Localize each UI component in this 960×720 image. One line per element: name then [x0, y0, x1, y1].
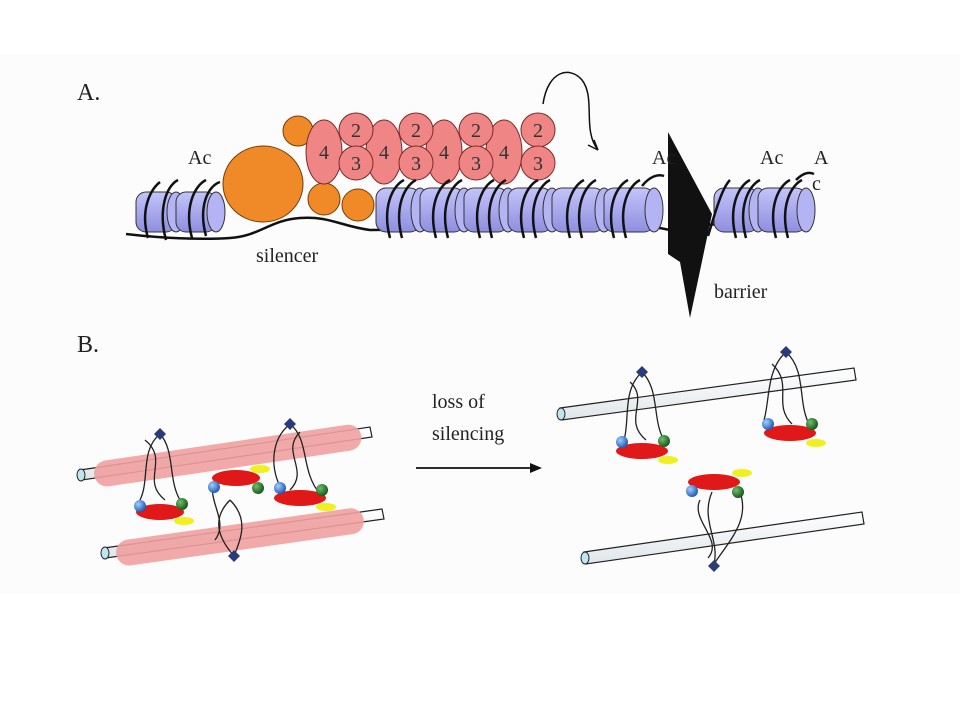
sir2-label: 2	[533, 120, 543, 142]
arrow-label-line1: loss of	[432, 391, 485, 413]
active-state	[556, 346, 865, 572]
sir2-label: 2	[351, 120, 361, 142]
sir4-label: 4	[439, 142, 449, 164]
chromatin-fiber-bottom-right	[580, 511, 865, 565]
dna-loops-right	[623, 351, 809, 565]
spreading-arrow	[542, 71, 599, 151]
dna-loops-left	[139, 423, 321, 557]
panel-a-labels: Ac Ac Ac A c silencer barrier	[188, 147, 829, 303]
loss-of-silencing-arrow	[416, 463, 542, 473]
arrow-label: loss of silencing	[432, 391, 504, 445]
sir-complex-right-1	[616, 435, 678, 464]
sir3-label: 3	[411, 153, 421, 175]
sir-complex-left-2	[208, 465, 270, 494]
dna-marker	[780, 346, 792, 358]
sir3-label: 3	[351, 153, 361, 175]
barrier-label: barrier	[714, 281, 768, 303]
sir-complex	[305, 112, 556, 185]
dna-marker	[284, 418, 296, 430]
sir2-label: 2	[471, 120, 481, 142]
sir-labels: 4 4 4 4 2 2 2 2 3 3 3 3	[319, 120, 543, 175]
silenced-state	[76, 418, 385, 566]
sir-complex-left-1	[134, 498, 194, 525]
arrow-label-line2: silencing	[432, 423, 504, 445]
sir4-label: 4	[499, 142, 509, 164]
dna-wrap-middle	[385, 174, 665, 239]
sir3-label: 3	[533, 153, 543, 175]
nucleosome-array-middle	[375, 187, 664, 233]
barrier-element	[668, 132, 712, 318]
silencer-complex	[222, 115, 375, 223]
dna-wrap-left	[143, 178, 221, 241]
panel-b-label: B.	[77, 332, 99, 358]
silencer-label: silencer	[256, 245, 319, 267]
sir3-label: 3	[471, 153, 481, 175]
acetyl-label-far-a: A	[814, 147, 829, 169]
dna-marker	[154, 428, 166, 440]
dna-wrap-right	[706, 171, 815, 239]
acetyl-label-left: Ac	[188, 147, 211, 169]
dna-marker	[228, 550, 240, 562]
dna-marker	[708, 560, 720, 572]
nucleosome-array-right	[713, 187, 816, 233]
panel-a-label: A.	[77, 80, 100, 106]
acetyl-label-far-c: c	[812, 173, 821, 195]
sir-complex-right-3	[686, 469, 752, 498]
sir4-label: 4	[379, 142, 389, 164]
acetyl-label-mid: Ac	[652, 147, 675, 169]
dna-marker	[636, 366, 648, 378]
acetyl-label-right: Ac	[760, 147, 783, 169]
sir2-label: 2	[411, 120, 421, 142]
sir4-label: 4	[319, 142, 329, 164]
chromatin-fiber-top-right	[556, 367, 857, 421]
sir-complex-right-2	[762, 418, 826, 447]
sir-complex-left-3	[274, 482, 336, 511]
